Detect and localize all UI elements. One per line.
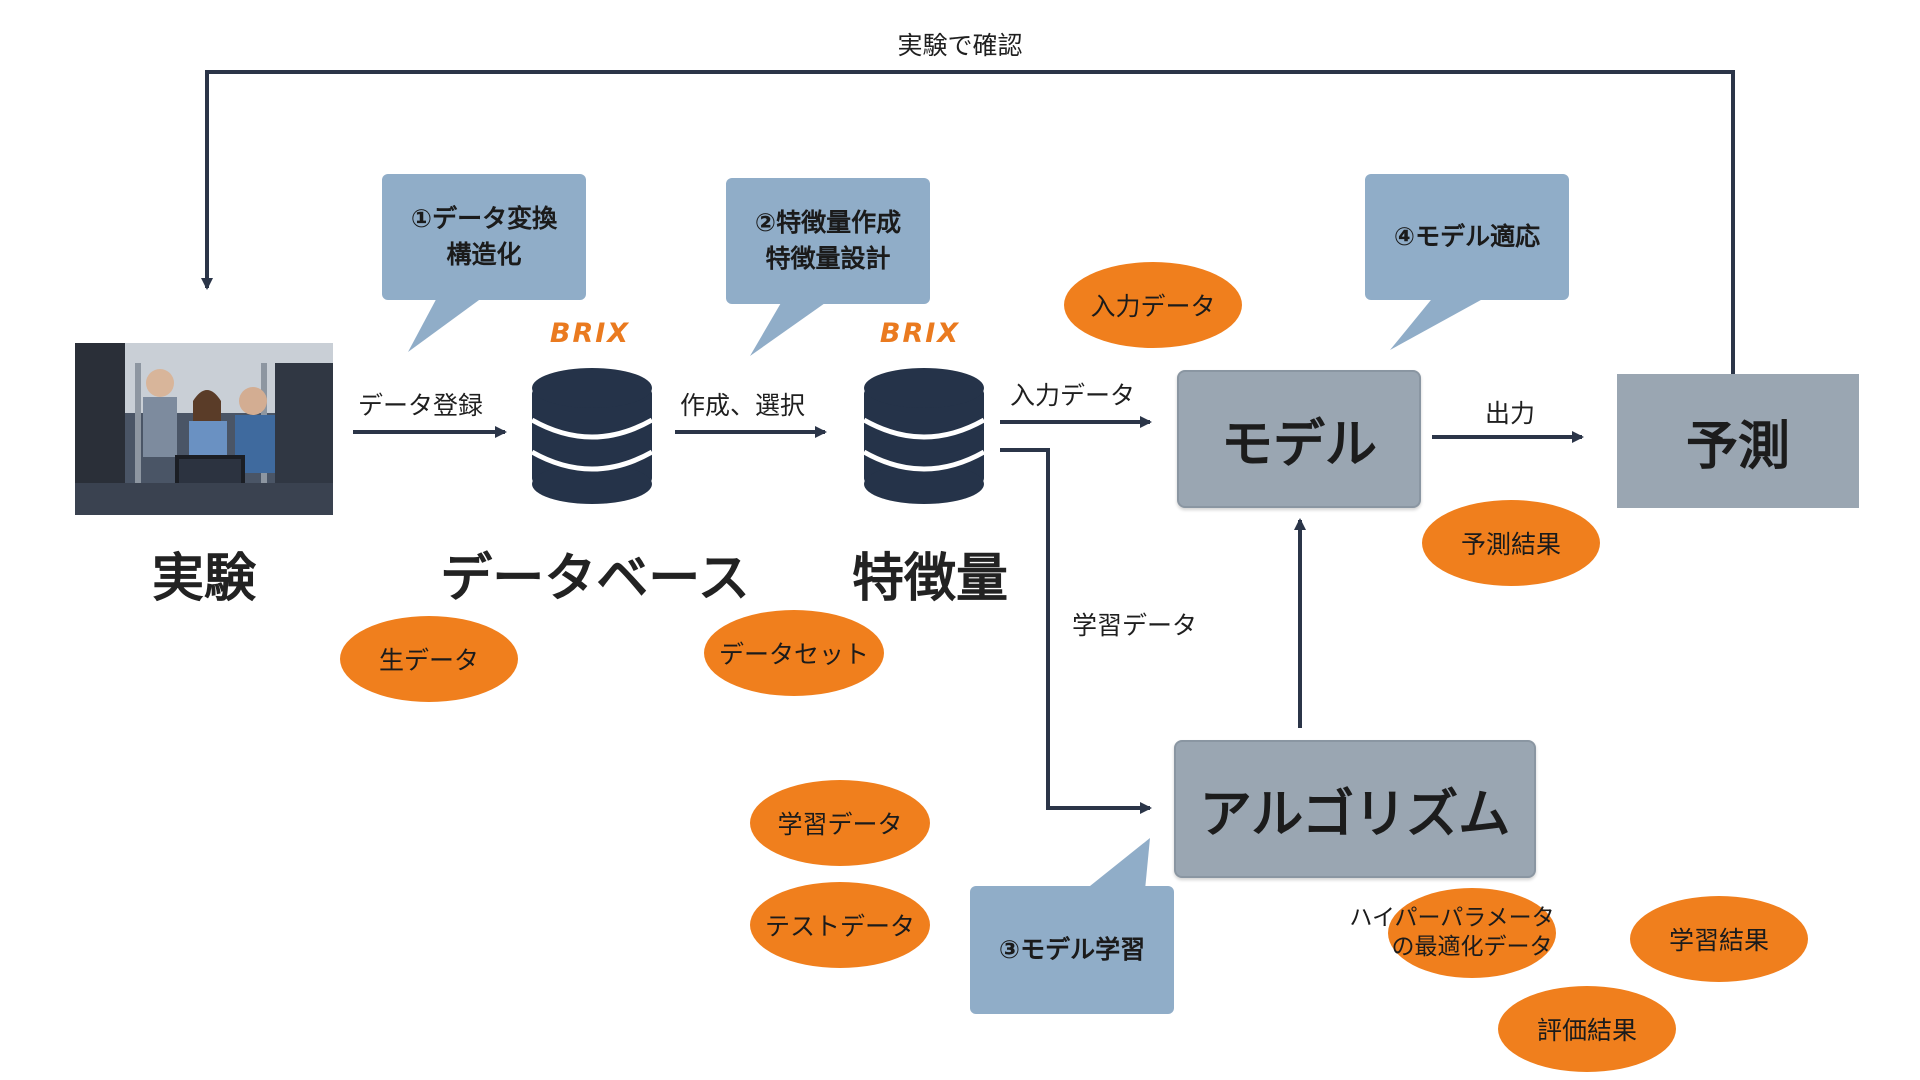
- hyperparameter-oval: ハイパーパラメータ の最適化データ: [1349, 888, 1556, 978]
- callout1-line1: ①データ変換: [410, 203, 558, 233]
- experiment-label: 実験: [151, 548, 256, 609]
- callout-model-application: ④モデル適応: [1365, 174, 1569, 300]
- callout4-tail: [1390, 295, 1490, 350]
- callout2-line1: ②特徴量作成: [754, 207, 902, 237]
- algorithm-node: アルゴリズム: [1174, 740, 1536, 878]
- register-edge-label: データ登録: [358, 391, 484, 420]
- database-label: データベース: [440, 548, 750, 609]
- input-data-oval: 入力データ: [1064, 262, 1242, 348]
- arrow-training-data: [1000, 448, 1152, 814]
- experiment-photo: [75, 343, 333, 515]
- training-data-oval: 学習データ: [750, 780, 930, 866]
- callout4-line1: ④モデル適応: [1393, 221, 1541, 251]
- callout2-line2: 特徴量設計: [765, 244, 891, 273]
- callout2-tail: [750, 296, 835, 356]
- feedback-loop-line: [201, 70, 1735, 374]
- callout1-tail: [408, 292, 490, 352]
- callout-feature-creation: ②特徴量作成 特徴量設計: [726, 178, 930, 304]
- dataset-oval: データセット: [704, 610, 884, 696]
- features-label: 特徴量: [851, 548, 1008, 609]
- raw-data-oval: 生データ: [340, 616, 518, 702]
- brix-logo-2: BRIX: [879, 317, 961, 349]
- database-icon: [530, 368, 654, 504]
- hyperparameter-line2: の最適化データ: [1391, 934, 1553, 960]
- test-data-oval: テストデータ: [750, 882, 930, 968]
- features-database-icon: [862, 368, 986, 504]
- feedback-loop-label: 実験で確認: [897, 31, 1023, 60]
- brix-logo-1: BRIX: [549, 317, 631, 349]
- callout3-line1: ③モデル学習: [998, 934, 1146, 964]
- create-select-edge-label: 作成、選択: [680, 391, 806, 420]
- callout-model-training: ③モデル学習: [970, 886, 1174, 1014]
- input-data-edge-label: 入力データ: [1010, 381, 1136, 410]
- lab-scene-image: [75, 343, 333, 515]
- prediction-node: 予測: [1617, 374, 1859, 508]
- hyperparameter-line1: ハイパーパラメータ: [1349, 905, 1555, 932]
- output-edge-label: 出力: [1485, 399, 1536, 428]
- evaluation-result-oval: 評価結果: [1498, 986, 1676, 1072]
- callout3-tail: [1085, 838, 1150, 890]
- callout-data-transformation: ①データ変換 構造化: [382, 174, 586, 300]
- callout1-line2: 構造化: [446, 240, 522, 269]
- training-result-oval: 学習結果: [1630, 896, 1808, 982]
- model-node: モデル: [1177, 370, 1421, 508]
- training-data-edge-label: 学習データ: [1072, 611, 1198, 640]
- prediction-result-oval: 予測結果: [1422, 500, 1600, 586]
